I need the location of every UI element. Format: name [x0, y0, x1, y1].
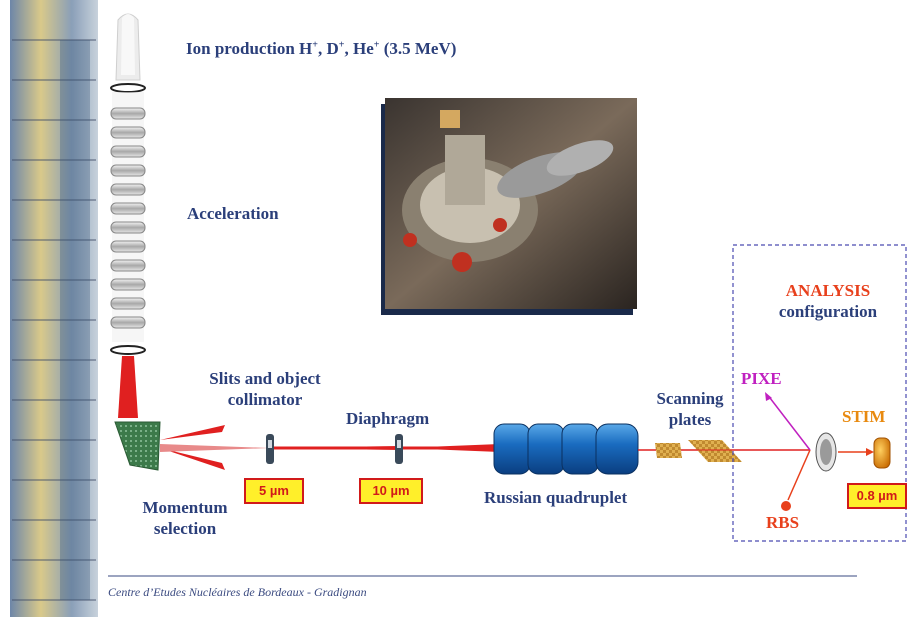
momentum-selection-label: Momentum selection: [120, 497, 250, 539]
slits-label-line2: collimator: [227, 390, 303, 409]
stim-label: STIM: [842, 407, 886, 426]
footer-credit: Centre d’Etudes Nucléaires de Bordeaux -…: [108, 585, 367, 599]
sample-target-icon: [815, 432, 837, 472]
momentum-label-line2: selection: [153, 519, 217, 538]
rbs-arrow: [781, 449, 811, 511]
pixe-arrow: [765, 392, 811, 451]
slits-label-line1: Slits and object: [209, 369, 321, 388]
scanning-plates-label: Scanning plates: [640, 388, 740, 430]
analysis-box: [732, 244, 907, 542]
ion-production-label: Ion production H+, D+, He+ (3.5 MeV): [186, 39, 457, 58]
beamline-photo: [381, 98, 637, 315]
horizontal-beam: [160, 444, 500, 452]
acceleration-label: Acceleration: [187, 204, 279, 223]
diaphragm-aperture-icon: [395, 434, 403, 464]
russian-quadruplet-label: Russian quadruplet: [484, 488, 628, 507]
slit-size-box: 5 µm: [244, 478, 304, 504]
stim-detector-icon: [873, 437, 891, 469]
momentum-magnet: [114, 421, 161, 471]
scanning-label-line1: Scanning: [656, 389, 724, 408]
vertical-beam: [118, 356, 138, 418]
diaphragm-size-box: 10 µm: [359, 478, 423, 504]
analysis-subtitle: configuration: [778, 302, 878, 321]
slits-collimator-label: Slits and object collimator: [190, 368, 340, 410]
russian-quadruplet-icon: [493, 423, 639, 475]
scanning-label-line2: plates: [668, 410, 712, 429]
stim-arrow: [838, 448, 874, 456]
accelerator-column: [110, 13, 146, 342]
beam-fan: [160, 425, 225, 470]
accelerator-rings: [110, 107, 146, 355]
stim-size-box: 0.8 µm: [847, 483, 907, 509]
pixe-label: PIXE: [741, 369, 782, 388]
slit-aperture-icon: [266, 434, 274, 464]
scanning-plates-icon: [655, 440, 742, 462]
left-decorative-strip: [10, 0, 98, 617]
analysis-title: ANALYSIS: [785, 281, 871, 300]
rbs-label: RBS: [766, 513, 800, 532]
diaphragm-label: Diaphragm: [346, 409, 430, 428]
momentum-label-line1: Momentum: [142, 498, 228, 517]
